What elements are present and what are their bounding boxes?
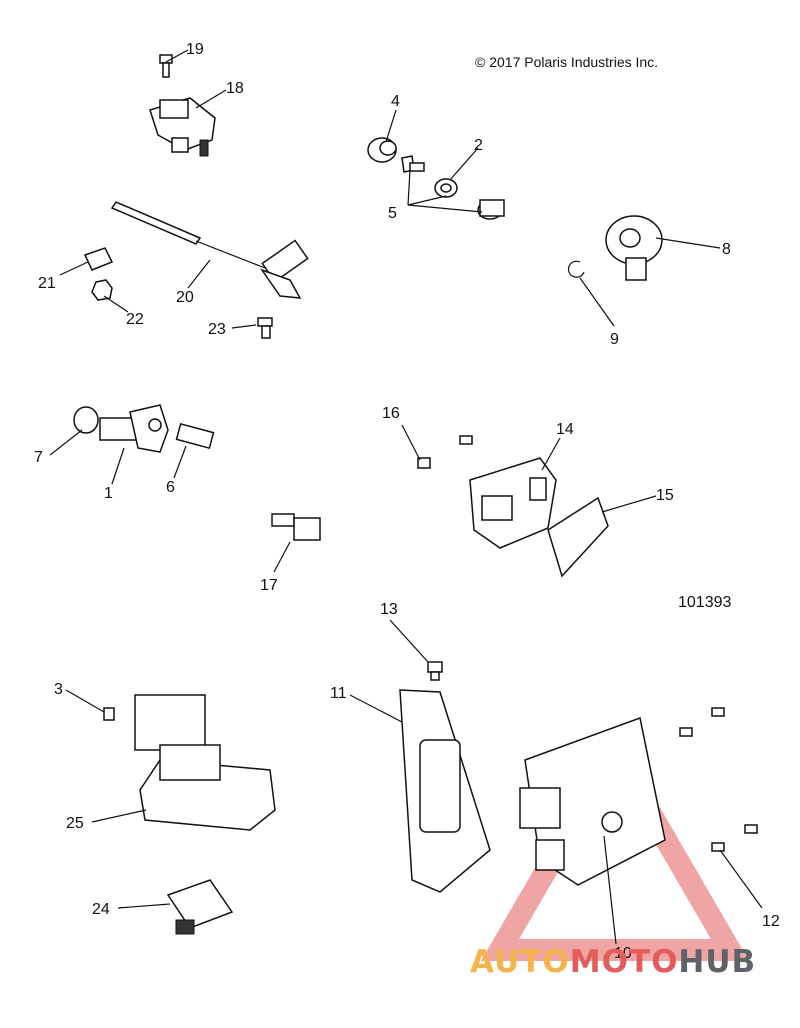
part-22-nut bbox=[91, 279, 113, 301]
callout-9: 9 bbox=[610, 331, 619, 348]
callout-14: 14 bbox=[556, 421, 574, 438]
part-2-washer bbox=[434, 178, 458, 198]
callout-6: 6 bbox=[166, 479, 175, 496]
callout-5: 5 bbox=[388, 205, 397, 222]
part-18-map-sensor bbox=[149, 97, 216, 157]
watermark-part-moto: MOTO bbox=[569, 944, 679, 980]
part-11-bracket bbox=[399, 689, 491, 893]
callout-3: 3 bbox=[54, 681, 63, 698]
callout-labels: 19 18 4 2 5 8 9 21 22 20 23 7 1 6 16 14 … bbox=[34, 41, 780, 962]
part-10-ecu bbox=[519, 716, 666, 886]
callout-22: 22 bbox=[126, 311, 144, 328]
callout-1: 1 bbox=[104, 485, 113, 502]
callout-11: 11 bbox=[330, 685, 347, 702]
callout-20: 20 bbox=[176, 289, 194, 306]
part-5-bracket bbox=[401, 155, 505, 220]
part-15-gasket bbox=[547, 496, 609, 578]
part-6-pin bbox=[175, 422, 215, 450]
callout-10: 10 bbox=[614, 945, 632, 962]
part-4-cap bbox=[367, 137, 397, 163]
callout-7: 7 bbox=[34, 449, 43, 466]
callout-8: 8 bbox=[722, 241, 731, 258]
part-1-cam-sensor bbox=[99, 404, 169, 453]
watermark-part-hub: HUB bbox=[678, 944, 757, 980]
callout-2: 2 bbox=[474, 137, 483, 154]
part-3-bolt bbox=[103, 707, 115, 721]
figure-number: 101393 bbox=[678, 594, 732, 611]
leader-lines bbox=[49, 49, 763, 945]
callout-24: 24 bbox=[92, 901, 110, 918]
callout-4: 4 bbox=[391, 93, 400, 110]
callout-23: 23 bbox=[208, 321, 226, 338]
part-8-knock-sensor bbox=[605, 215, 663, 281]
watermark-logo: AUTOMOTOHUB bbox=[470, 944, 756, 980]
part-23-bolt bbox=[257, 317, 273, 339]
part-17-temp-sensor bbox=[271, 513, 321, 541]
copyright-notice: © 2017 Polaris Industries Inc. bbox=[475, 54, 659, 70]
part-21-clip bbox=[83, 247, 114, 271]
part-12-bolt bbox=[679, 707, 758, 852]
callout-16: 16 bbox=[382, 405, 400, 422]
callout-18: 18 bbox=[226, 80, 244, 97]
part-7-o-ring bbox=[73, 406, 99, 434]
part-19-bolt bbox=[159, 54, 173, 78]
callout-19: 19 bbox=[186, 41, 204, 58]
part-25-relay-module bbox=[134, 694, 276, 831]
callout-15: 15 bbox=[656, 487, 674, 504]
callout-17: 17 bbox=[260, 577, 278, 594]
callout-25: 25 bbox=[66, 815, 84, 832]
part-9-clip bbox=[567, 260, 585, 278]
callout-21: 21 bbox=[38, 275, 56, 292]
callout-12: 12 bbox=[762, 913, 780, 930]
part-20-speed-sensor bbox=[110, 201, 309, 299]
part-13-bolt bbox=[427, 661, 443, 681]
part-14-module bbox=[469, 457, 557, 549]
part-16-bolt bbox=[417, 435, 473, 469]
watermark-part-auto: AUTO bbox=[470, 944, 570, 980]
part-24-switch bbox=[166, 879, 234, 935]
callout-13: 13 bbox=[380, 601, 398, 618]
